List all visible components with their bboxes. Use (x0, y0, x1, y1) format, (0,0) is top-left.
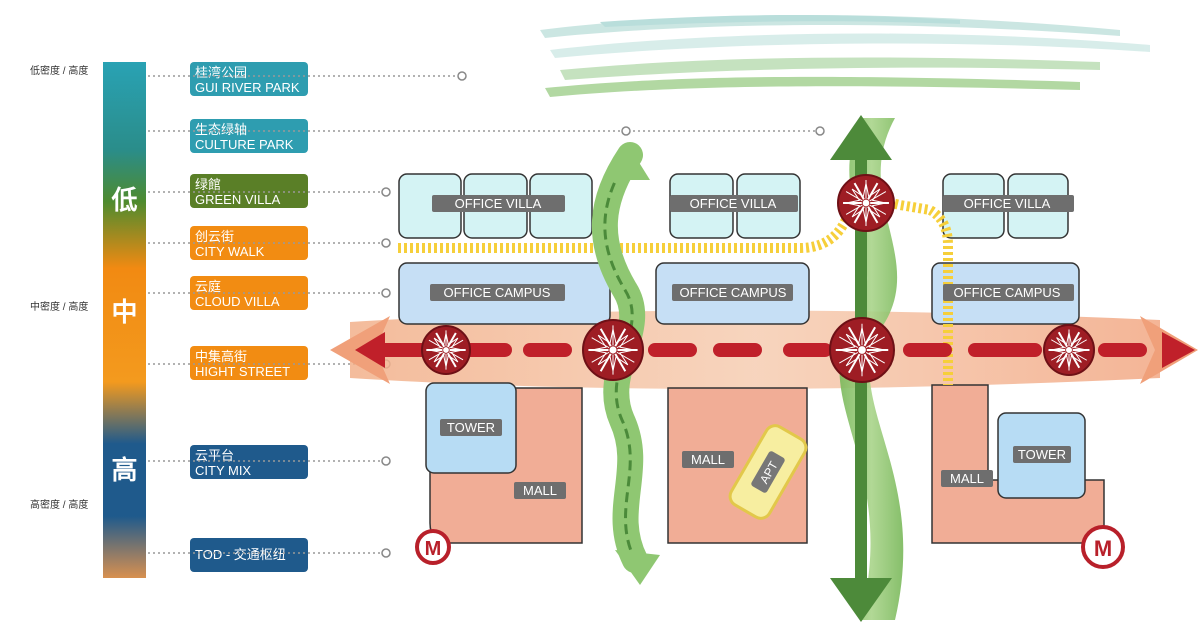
bar-char-mid: 中 (111, 298, 138, 328)
leader-endpoint (381, 187, 391, 197)
leader-endpoint (815, 126, 825, 136)
office-villa-label: OFFICE VILLA (964, 196, 1051, 211)
high-density-label: 高密度 / 高度 (30, 500, 89, 511)
culture-park-axis-centerline (603, 154, 637, 561)
star-node-icon (1043, 324, 1095, 376)
leader-endpoint (381, 288, 391, 298)
river-park-strokes (540, 15, 1150, 97)
zone-label-en: CITY MIX (195, 463, 252, 478)
zone-label-cn: 创云街 (195, 229, 235, 244)
green-axis-arrow-top (830, 115, 892, 160)
zone-label-en: GUI RIVER PARK (195, 80, 300, 95)
zone-label-en: HIGHT STREET (195, 364, 291, 379)
leader-endpoint (457, 71, 467, 81)
mall-label: MALL (523, 483, 557, 498)
zone-label-tod: TOD - 交通枢纽 (190, 538, 308, 572)
zone-label-cn: TOD - 交通枢纽 (195, 547, 286, 562)
star-node-icon (582, 319, 644, 381)
star-node-icon (829, 317, 895, 383)
label-tag-bg (1013, 446, 1071, 463)
mall-label: MALL (691, 452, 725, 467)
label-tag-bg (943, 195, 1074, 212)
leader-endpoint (621, 126, 631, 136)
culture-park-arrow-top (610, 148, 650, 180)
zone-label-cn: 中集高街 (195, 349, 248, 364)
label-tag-bg (682, 451, 734, 468)
green-axis-arrow-bottom (830, 578, 892, 622)
zone-label-green-villa: 绿館 GREEN VILLA (190, 174, 308, 208)
label-tag-bg (440, 419, 502, 436)
label-tag-bg (943, 284, 1074, 301)
star-node-icon (421, 325, 471, 375)
zone-label-culture-park: 生态绿轴 CULTURE PARK (190, 119, 308, 153)
label-tag-bg (672, 284, 793, 301)
zone-label-cn: 云平台 (195, 448, 235, 463)
metro-icon (1081, 525, 1125, 569)
label-tag-bg (432, 195, 565, 212)
metro-stations: M M (415, 525, 1125, 569)
zone-label-cn: 生态绿轴 (195, 122, 248, 137)
mall-label: MALL (950, 471, 984, 486)
zone-label-cn: 云庭 (195, 279, 222, 294)
zone-label-en: CLOUD VILLA (195, 294, 280, 309)
zone-label-en: GREEN VILLA (195, 192, 281, 207)
zone-label-city-mix: 云平台 CITY MIX (190, 445, 308, 479)
metro-label: M (425, 538, 442, 560)
green-axis-band (839, 118, 904, 620)
culture-park-arrow-bottom (615, 550, 660, 585)
high-street-arrow-right (1162, 332, 1195, 368)
zone-label-en: CULTURE PARK (195, 137, 294, 152)
label-tag-bg (514, 482, 566, 499)
office-campus-label: OFFICE CAMPUS (954, 285, 1061, 300)
zone-label-cn: 绿館 (195, 177, 222, 192)
zone-label-en: CITY WALK (195, 244, 265, 259)
leader-endpoint (381, 456, 391, 466)
leader-lines (148, 75, 820, 554)
label-tag-bg (941, 470, 993, 487)
label-tag-bg (670, 195, 798, 212)
star-nodes (421, 174, 1095, 383)
bar-char-high: 高 (111, 456, 138, 486)
building-labels: OFFICE VILLA OFFICE VILLA OFFICE VILLA O… (430, 195, 1074, 499)
metro-label: M (1094, 536, 1112, 561)
low-density-label: 低密度 / 高度 (30, 66, 89, 77)
tower-label: TOWER (1018, 447, 1066, 462)
office-campus-label: OFFICE CAMPUS (444, 285, 551, 300)
high-street-arrow-left (355, 332, 385, 368)
density-gradient-bar (103, 62, 146, 578)
bar-char-low: 低 (111, 186, 138, 216)
leader-endpoint (381, 548, 391, 558)
tower-label: TOWER (447, 420, 495, 435)
label-tag-bg (430, 284, 565, 301)
apt-block: APT (728, 424, 808, 520)
office-villa-label: OFFICE VILLA (455, 196, 542, 211)
leader-endpoint (381, 238, 391, 248)
metro-icon (415, 529, 451, 565)
star-node-icon (837, 174, 895, 232)
mid-density-label: 中密度 / 高度 (30, 302, 89, 313)
office-villa-label: OFFICE VILLA (690, 196, 777, 211)
office-campus-label: OFFICE CAMPUS (680, 285, 787, 300)
zone-label-hight-street: 中集高街 HIGHT STREET (190, 346, 308, 380)
